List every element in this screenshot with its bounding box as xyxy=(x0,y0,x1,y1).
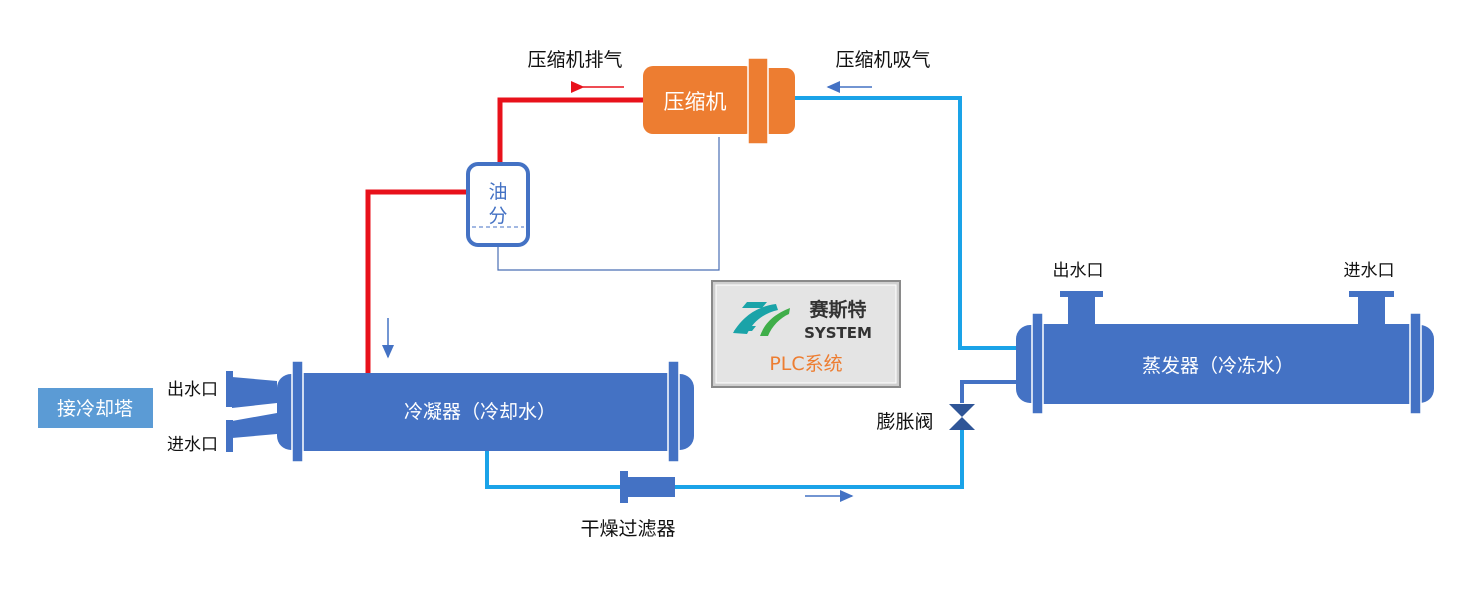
expansion-valve xyxy=(949,404,975,430)
plc-system-logo: 赛斯特 SYSTEM PLC系统 xyxy=(711,280,901,388)
brand-name-cn: 赛斯特 xyxy=(808,298,866,321)
filter-drier-label: 干燥过滤器 xyxy=(580,518,675,540)
condenser: 冷凝器（冷却水） xyxy=(226,360,694,463)
cooling-tower-label: 接冷却塔 xyxy=(57,398,133,420)
compressor-discharge-label: 压缩机排气 xyxy=(527,49,622,71)
condenser-label: 冷凝器（冷却水） xyxy=(404,401,556,423)
filter-drier xyxy=(620,471,675,503)
plc-system-label: PLC系统 xyxy=(769,353,842,375)
discharge-line xyxy=(497,97,643,165)
hot-gas-to-condenser-line xyxy=(365,189,468,374)
brand-mark-icon xyxy=(733,302,790,336)
condenser-outlet-label: 出水口 xyxy=(167,380,218,400)
oil-separator-label-2: 分 xyxy=(488,205,507,227)
compressor-label: 压缩机 xyxy=(664,90,727,114)
evaporator-label: 蒸发器（冷冻水） xyxy=(1142,355,1294,377)
brand-name-en: SYSTEM xyxy=(804,324,872,342)
valve-to-evaporator-line xyxy=(960,380,1018,403)
compressor-suction-label: 压缩机吸气 xyxy=(835,49,930,71)
evaporator-outlet-label: 出水口 xyxy=(1053,261,1104,281)
expansion-valve-label: 膨胀阀 xyxy=(876,411,933,433)
oil-separator-label-1: 油 xyxy=(488,181,507,203)
suction-line xyxy=(795,96,1018,350)
oil-separator: 油 分 xyxy=(466,162,530,247)
evaporator-inlet-label: 进水口 xyxy=(1344,261,1395,281)
evaporator: 蒸发器（冷冻水） xyxy=(1016,291,1434,415)
cooling-tower-connection: 接冷却塔 xyxy=(38,388,153,428)
compressor: 压缩机 xyxy=(643,57,795,145)
liquid-line xyxy=(485,430,964,489)
oil-return-line xyxy=(497,137,720,271)
condenser-inlet-label: 进水口 xyxy=(167,435,218,455)
